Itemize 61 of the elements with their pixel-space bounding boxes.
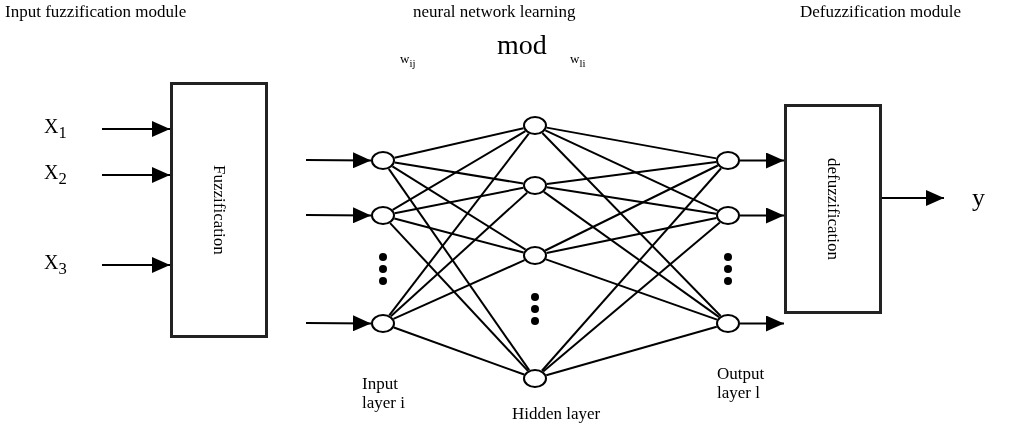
neuron-circle (371, 206, 395, 225)
arrow (305, 315, 372, 332)
connection-line (391, 165, 527, 251)
connection-line (387, 167, 531, 372)
arrow (101, 257, 171, 273)
connection-line (545, 216, 718, 255)
connection-line (542, 221, 721, 373)
connection-line (545, 126, 718, 160)
neuron-circle (716, 206, 740, 225)
neuron-circle (716, 151, 740, 170)
neuron-circle (523, 176, 547, 195)
process-box (784, 104, 882, 314)
arrow (881, 190, 945, 206)
connection-line (391, 130, 527, 211)
arrow (739, 315, 785, 332)
connection-line (540, 167, 723, 372)
neuron-circle (523, 369, 547, 388)
variable-label: X$_{2}$ (30, 160, 102, 190)
layer-label: Output layer l (717, 365, 766, 403)
arrow (101, 121, 171, 137)
variable-label: X$_{1}$ (30, 114, 102, 144)
connection-line (542, 190, 721, 319)
module-heading: Defuzzification module (800, 3, 961, 22)
connection-line (545, 161, 718, 185)
arrow (739, 152, 785, 169)
connection-line (389, 222, 529, 372)
connection-line (393, 161, 525, 185)
arrow (305, 152, 372, 169)
connection-line (392, 326, 526, 376)
module-heading: Input fuzzification module (5, 3, 187, 22)
connection-line (388, 132, 530, 317)
box-label: defuzzification (823, 158, 843, 260)
connection-line (392, 259, 526, 320)
neuron-circle (523, 116, 547, 135)
neuron-circle (371, 314, 395, 333)
neuron-circle (523, 246, 547, 265)
connection-line (389, 191, 529, 318)
connection-line (544, 164, 719, 252)
connection-line (393, 217, 525, 254)
layer-label: Hidden layer (512, 405, 601, 424)
neuron-circle (716, 314, 740, 333)
connection-line (541, 132, 722, 317)
connection-line (545, 325, 718, 377)
arrow (101, 167, 171, 183)
box-label: Fuzzification (209, 165, 229, 255)
connection-line (544, 129, 719, 212)
connection-line (545, 186, 718, 215)
connection-line (393, 127, 525, 159)
neuron-circle (371, 151, 395, 170)
weight-label: w$_{ij}$ (400, 52, 416, 70)
process-box (170, 82, 268, 338)
variable-label: y (944, 178, 1004, 218)
arrow (739, 207, 785, 224)
weight-label: w$_{li}$ (570, 52, 586, 70)
connection-line (544, 258, 719, 321)
layer-label: Input layer i (362, 375, 406, 413)
heading-fragment: mod (497, 30, 547, 61)
module-heading: neural network learning (413, 3, 576, 22)
arrow (305, 207, 372, 224)
variable-label: X$_{3}$ (30, 250, 102, 280)
connection-line (393, 186, 525, 215)
